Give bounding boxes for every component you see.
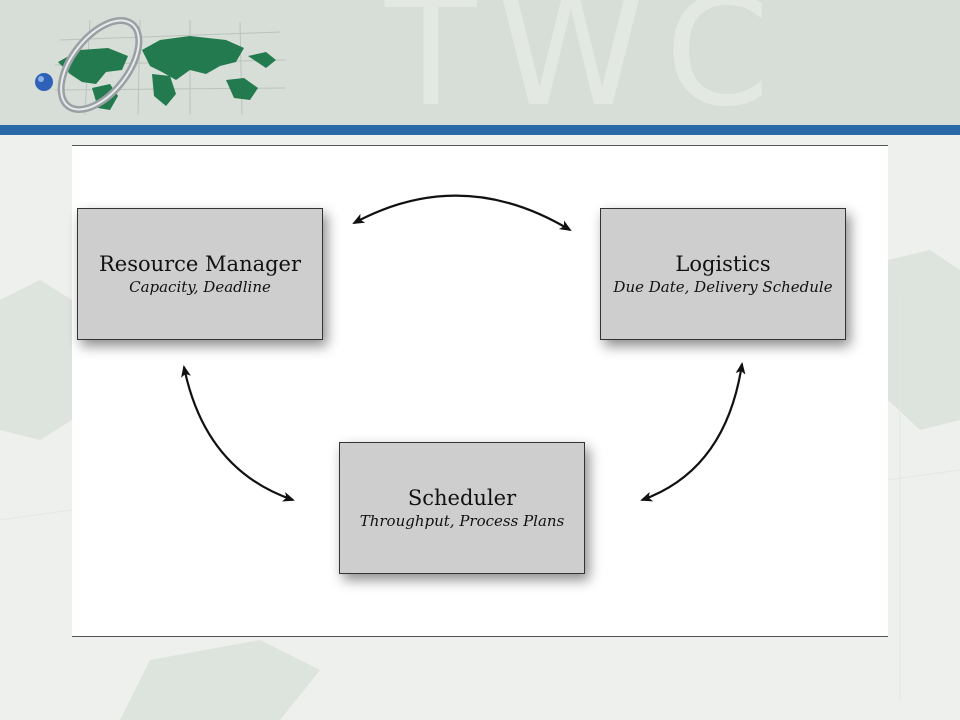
node-title: Logistics (675, 251, 771, 276)
globe-ring-logo (35, 17, 286, 116)
node-subtitle: Capacity, Deadline (129, 278, 271, 297)
arrow-logistics-scheduler (640, 362, 746, 502)
node-title: Scheduler (407, 485, 517, 510)
arrow-resource-manager-logistics (352, 194, 572, 232)
node-scheduler: Scheduler Throughput, Process Plans (339, 442, 585, 574)
node-subtitle: Due Date, Delivery Schedule (613, 278, 833, 297)
node-resource-manager: Resource Manager Capacity, Deadline (77, 208, 323, 340)
bottom-divider (72, 636, 888, 637)
node-title: Resource Manager (98, 251, 302, 276)
node-logistics: Logistics Due Date, Delivery Schedule (600, 208, 846, 340)
node-subtitle: Throughput, Process Plans (359, 512, 565, 531)
background-map-decoration (0, 250, 960, 720)
top-divider (72, 145, 888, 146)
header-banner: TWC (0, 0, 960, 140)
header-watermark: TWC (385, 0, 790, 140)
header-accent-bar (0, 125, 960, 135)
arrow-resource-manager-scheduler (181, 365, 295, 502)
